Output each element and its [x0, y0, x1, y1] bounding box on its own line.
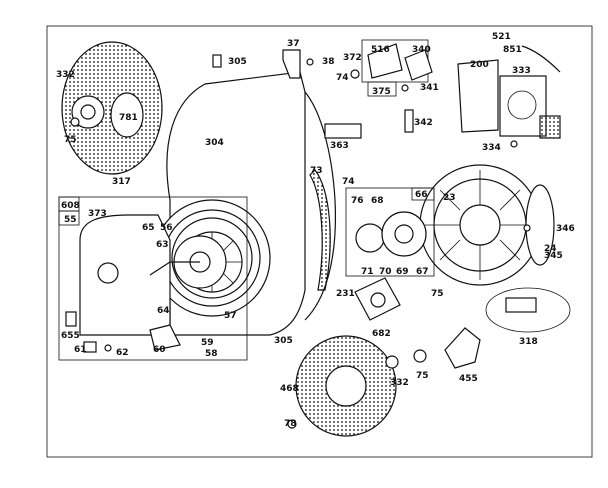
label-341: 341 [420, 83, 439, 93]
label-74: 74 [336, 73, 349, 83]
label-68: 68 [371, 196, 384, 206]
label-78: 78 [284, 419, 297, 429]
label-318: 318 [519, 337, 538, 347]
label-781: 781 [119, 113, 138, 123]
label-851: 851 [503, 45, 522, 55]
label-74: 74 [342, 177, 355, 187]
label-305: 305 [228, 57, 247, 67]
label-64: 64 [157, 306, 170, 316]
rotating-screen-317 [61, 41, 163, 175]
label-70: 70 [379, 267, 392, 277]
label-521: 521 [492, 32, 511, 42]
label-333: 333 [512, 66, 531, 76]
label-332: 332 [390, 378, 409, 388]
label-24: 24 [544, 244, 557, 254]
label-60: 60 [153, 345, 166, 355]
ignition-parts [457, 45, 561, 148]
label-231: 231 [336, 289, 355, 299]
label-56: 56 [160, 223, 173, 233]
label-455: 455 [459, 374, 478, 384]
label-69: 69 [396, 267, 409, 277]
governor-inset-66 [345, 187, 435, 277]
label-59: 59 [201, 338, 214, 348]
label-38: 38 [322, 57, 335, 67]
label-655: 655 [61, 331, 80, 341]
label-305: 305 [274, 336, 293, 346]
label-372: 372 [343, 53, 362, 63]
label-73: 73 [310, 166, 323, 176]
label-317: 317 [112, 177, 131, 187]
label-75: 75 [431, 289, 444, 299]
label-342: 342 [414, 118, 433, 128]
label-373: 373 [88, 209, 107, 219]
label-516: 516 [371, 45, 390, 55]
label-71: 71 [361, 267, 374, 277]
label-63: 63 [156, 240, 169, 250]
label-55: 55 [64, 215, 77, 225]
blower-housing-304 [153, 71, 337, 336]
label-66: 66 [415, 190, 428, 200]
label-346: 346 [556, 224, 575, 234]
label-65: 65 [142, 223, 155, 233]
lower-parts [83, 277, 571, 437]
top-hardware [212, 39, 433, 139]
flywheel-fan [419, 164, 555, 286]
label-37: 37 [287, 39, 300, 49]
label-340: 340 [412, 45, 431, 55]
label-23: 23 [443, 193, 456, 203]
label-345: 345 [544, 251, 563, 261]
diagram-border [46, 25, 593, 458]
label-332: 332 [56, 70, 75, 80]
label-608: 608 [61, 201, 80, 211]
starter-inset-608 [58, 196, 248, 361]
label-62: 62 [116, 348, 129, 358]
label-61: 61 [74, 345, 87, 355]
label-363: 363 [330, 141, 349, 151]
label-375: 375 [372, 87, 391, 97]
label-57: 57 [224, 311, 237, 321]
part-labels: 305 37 38 372 516 340 74 375 341 521 851… [56, 32, 575, 429]
label-468: 468 [280, 384, 299, 394]
label-75: 75 [64, 135, 77, 145]
label-67: 67 [416, 267, 429, 277]
label-76: 76 [351, 196, 364, 206]
label-75: 75 [416, 371, 429, 381]
label-334: 334 [482, 143, 501, 153]
label-682: 682 [372, 329, 391, 339]
label-58: 58 [205, 349, 218, 359]
label-304: 304 [205, 138, 224, 148]
label-200: 200 [470, 60, 489, 70]
